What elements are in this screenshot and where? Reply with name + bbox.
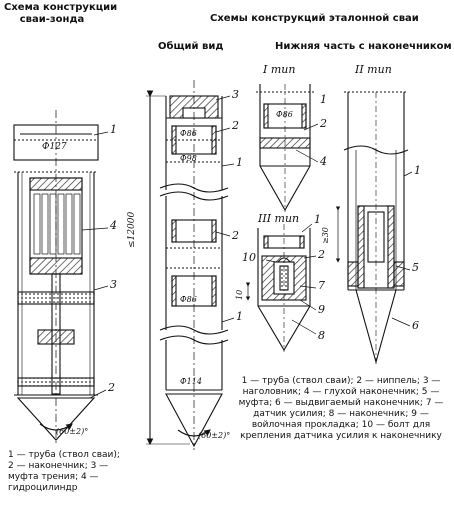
- lower-part-title: Нижняя часть с наконечником: [275, 41, 452, 52]
- dim-d98: Ф98: [180, 154, 197, 163]
- callout-type2-1: 1: [414, 164, 421, 177]
- callout-general-3: 3: [232, 88, 239, 101]
- type-3-tip: [245, 224, 311, 352]
- callout-general-1-bottom: 1: [236, 310, 243, 323]
- callout-type3-2: 2: [318, 248, 325, 261]
- callout-probe-4: 4: [110, 219, 117, 232]
- dim-d127: Ф127: [42, 142, 67, 152]
- callout-type3-10: 10: [242, 251, 256, 264]
- dim-d86-general-upper: Ф86: [180, 129, 197, 138]
- dim-10: 10: [235, 289, 244, 300]
- callout-type1-1: 1: [320, 93, 327, 106]
- callout-type1-4: 4: [320, 155, 327, 168]
- callout-probe-3: 3: [110, 278, 117, 291]
- callout-type3-9: 9: [318, 303, 325, 316]
- general-view-pile: [146, 80, 229, 450]
- callout-type1-2: 2: [320, 117, 327, 130]
- callout-type2-6: 6: [412, 319, 419, 332]
- probe-title-line2: сваи-зонда: [19, 14, 85, 25]
- probe-pile: [13, 110, 99, 445]
- general-view-title: Общий вид: [158, 41, 224, 52]
- dim-angle-probe: (60±2)°: [56, 427, 89, 436]
- dim-length: ≤12000: [127, 211, 137, 248]
- type-3-label: III тип: [258, 212, 300, 225]
- callout-probe-2: 2: [108, 381, 115, 394]
- callout-type3-7: 7: [318, 279, 325, 292]
- callout-type2-5: 5: [412, 261, 419, 274]
- callout-general-2-mid: 2: [232, 229, 239, 242]
- legend-reference: 1 — труба (ствол сваи); 2 — ниппель; 3 —…: [238, 376, 444, 441]
- callout-probe-1: 1: [110, 123, 117, 136]
- type-2-label: II тип: [355, 63, 392, 76]
- dim-d86-general-lower: Ф86: [180, 295, 197, 304]
- probe-title-line1: Схема конструкции: [4, 2, 118, 13]
- callout-type3-1: 1: [314, 213, 321, 226]
- leader-lines: [81, 95, 413, 399]
- type-2-tip: [335, 91, 409, 365]
- dim-d86-type1: Ф86: [276, 110, 293, 119]
- dim-d114: Ф114: [180, 377, 202, 386]
- callout-general-2-top: 2: [232, 119, 239, 132]
- type-1-label: I тип: [263, 63, 296, 76]
- reference-title: Схемы конструкций эталонной сваи: [210, 13, 419, 24]
- dim-angle-general: (60±2)°: [198, 431, 231, 440]
- legend-probe: 1 — труба (ствол сваи); 2 — наконечник; …: [8, 450, 120, 493]
- type-1-tip: [256, 84, 314, 212]
- dim-min-30: ≥30: [321, 227, 330, 244]
- callout-type3-8: 8: [318, 329, 325, 342]
- callout-general-1-top: 1: [236, 156, 243, 169]
